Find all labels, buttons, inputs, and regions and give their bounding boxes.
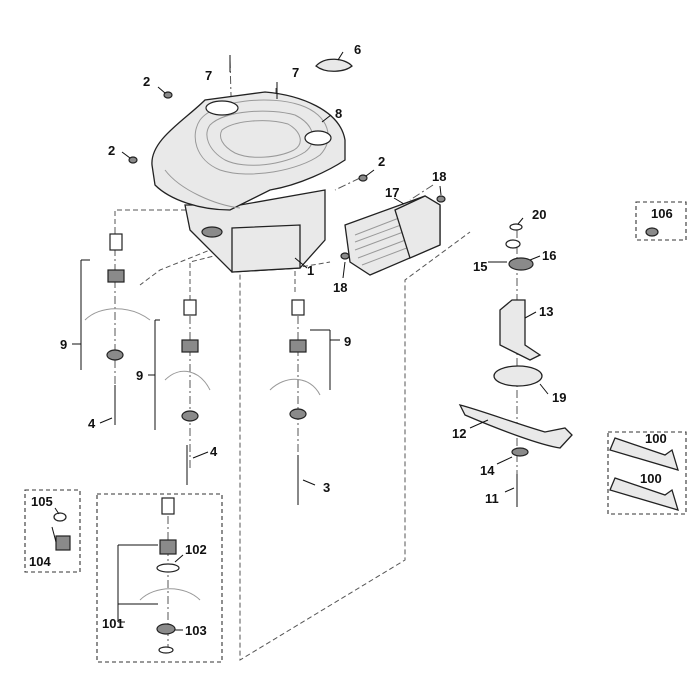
grommets-2 [128, 91, 368, 182]
screws-7 [229, 55, 278, 99]
label-20: 20 [532, 207, 546, 222]
label-9b: 9 [136, 368, 143, 383]
label-1: 1 [307, 263, 314, 278]
label-13: 13 [539, 304, 553, 319]
label-102: 102 [185, 542, 207, 557]
label-6: 6 [354, 42, 361, 57]
label-2c: 2 [378, 154, 385, 169]
label-9c: 9 [344, 334, 351, 349]
label-18a: 18 [432, 169, 446, 184]
bushing-stack-9-right [269, 299, 321, 505]
label-4a: 4 [88, 416, 96, 431]
engine-shroud [151, 91, 346, 211]
label-2b: 2 [108, 143, 115, 158]
label-101: 101 [102, 616, 124, 631]
blade-assembly [458, 223, 573, 507]
label-7a: 7 [205, 68, 212, 83]
label-100b: 100 [640, 471, 662, 486]
bushing-stack-9-middle [164, 299, 211, 485]
part-106 [645, 227, 659, 237]
label-7b: 7 [292, 65, 299, 80]
label-14: 14 [480, 463, 495, 478]
fastener-kit-104-105 [53, 512, 71, 551]
kit-box-100 [607, 431, 687, 515]
label-11: 11 [485, 491, 499, 506]
label-16: 16 [542, 248, 556, 263]
label-3: 3 [323, 480, 330, 495]
kit-box-104-105 [24, 489, 81, 573]
label-104: 104 [29, 554, 51, 569]
label-106: 106 [651, 206, 673, 221]
bushing-stack-101 [139, 497, 201, 654]
label-17: 17 [385, 185, 399, 200]
label-15: 15 [473, 259, 487, 274]
cap-6 [315, 58, 353, 72]
label-12: 12 [452, 426, 466, 441]
kit-box-106 [635, 201, 687, 241]
air-filter-17 [340, 195, 446, 276]
engine-housing [184, 189, 326, 273]
part-labels: 1 2 2 2 3 4 4 6 7 7 8 9 9 9 11 12 13 14 … [29, 42, 673, 638]
label-100a: 100 [645, 431, 667, 446]
label-19: 19 [552, 390, 566, 405]
blades-100 [609, 437, 679, 511]
bushing-stack-9-left [84, 233, 151, 425]
label-2a: 2 [143, 74, 150, 89]
label-4b: 4 [210, 444, 218, 459]
leader-lines [51, 51, 549, 631]
label-105: 105 [31, 494, 53, 509]
label-9a: 9 [60, 337, 67, 352]
label-103: 103 [185, 623, 207, 638]
label-8: 8 [335, 106, 342, 121]
label-18b: 18 [333, 280, 347, 295]
